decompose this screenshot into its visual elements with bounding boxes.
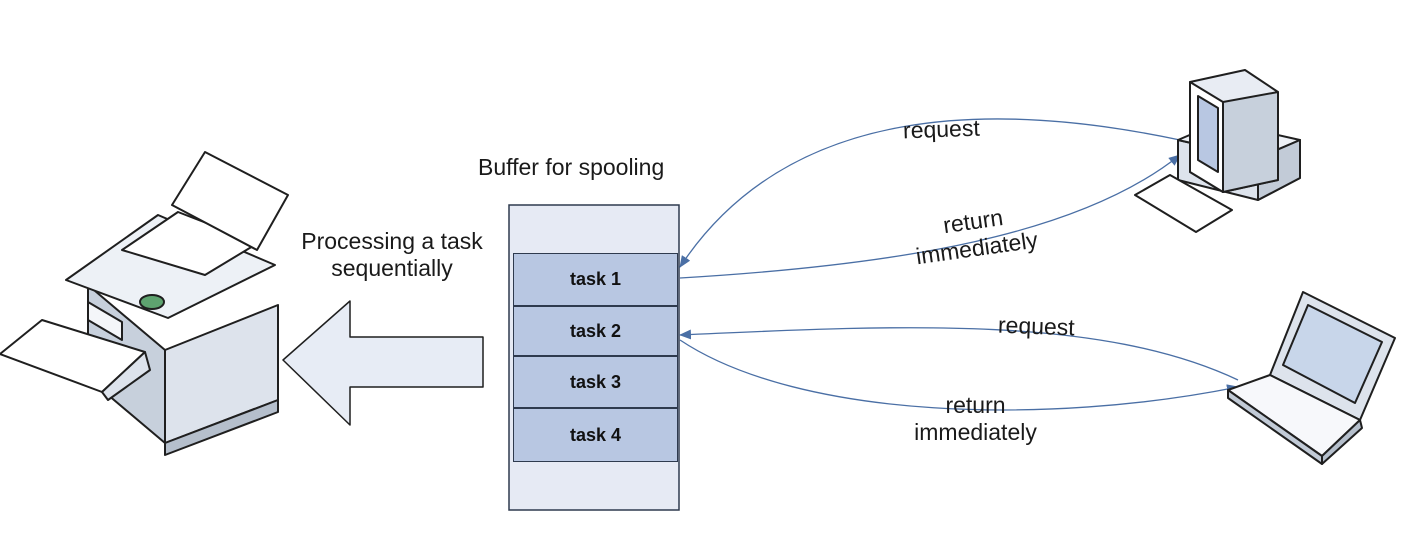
task-box-2: task 2 [513, 306, 678, 356]
printer-flow-label-line-1: Processing a task [301, 228, 483, 254]
laptop-icon [1227, 291, 1396, 465]
desktop-request-label: request [902, 114, 981, 144]
desktop-return-connector [679, 154, 1181, 279]
laptop-return-connector [679, 339, 1239, 411]
laptop-return-label-line-2: immediately [914, 419, 1037, 445]
printer-flow-label: Processing a task sequentially [278, 228, 506, 282]
laptop-request-label: request [997, 311, 1076, 341]
task-box-4: task 4 [513, 408, 678, 462]
laptop-return-label: return immediately [893, 392, 1058, 446]
task-box-1: task 1 [513, 253, 678, 306]
printer-icon [0, 151, 289, 456]
desktop-computer-icon [1134, 69, 1301, 233]
task-box-3: task 3 [513, 356, 678, 408]
printer-flow-label-line-2: sequentially [331, 255, 453, 281]
laptop-request-connector [679, 327, 1239, 381]
laptop-return-label-line-1: return [945, 392, 1006, 418]
big-arrow-to-printer [282, 300, 484, 426]
desktop-request-connector [679, 118, 1181, 268]
buffer-title: Buffer for spooling [478, 154, 665, 180]
